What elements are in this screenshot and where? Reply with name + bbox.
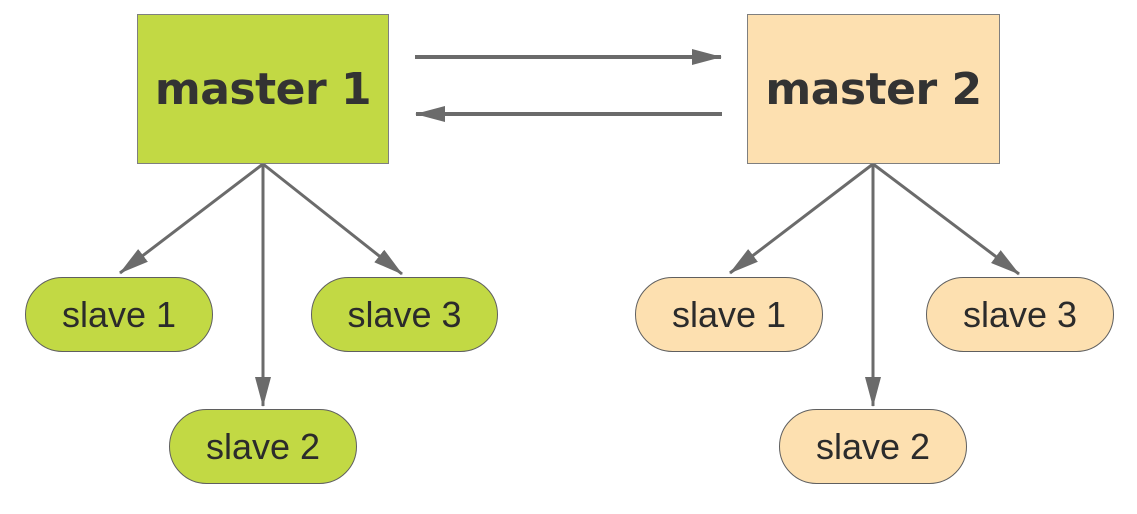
master-2-node: master 2 xyxy=(747,14,1000,164)
master1-to-slave3-arrow xyxy=(262,162,403,276)
cluster2-slave-3-node: slave 3 xyxy=(926,277,1114,352)
slave-label: slave 2 xyxy=(205,425,321,467)
cluster1-slave-3-node: slave 3 xyxy=(311,277,498,352)
master2-to-slave3-arrow xyxy=(872,162,1020,276)
cluster1-slave-2-node: slave 2 xyxy=(169,409,357,484)
cluster1-slave-1-node: slave 1 xyxy=(25,277,213,352)
master-1-node: master 1 xyxy=(137,14,389,164)
master-1-label: master 1 xyxy=(154,63,372,115)
slave-label: slave 1 xyxy=(671,293,787,335)
slave-label: slave 3 xyxy=(962,293,1078,335)
cluster2-slave-1-node: slave 1 xyxy=(635,277,823,352)
master1-to-slave1-arrow xyxy=(119,162,264,275)
cluster2-slave-2-node: slave 2 xyxy=(779,409,967,484)
master2-to-slave1-arrow xyxy=(729,162,874,275)
slave-label: slave 3 xyxy=(347,293,462,335)
slave-label: slave 1 xyxy=(61,293,177,335)
slave-label: slave 2 xyxy=(815,425,931,467)
master-2-label: master 2 xyxy=(765,63,982,115)
